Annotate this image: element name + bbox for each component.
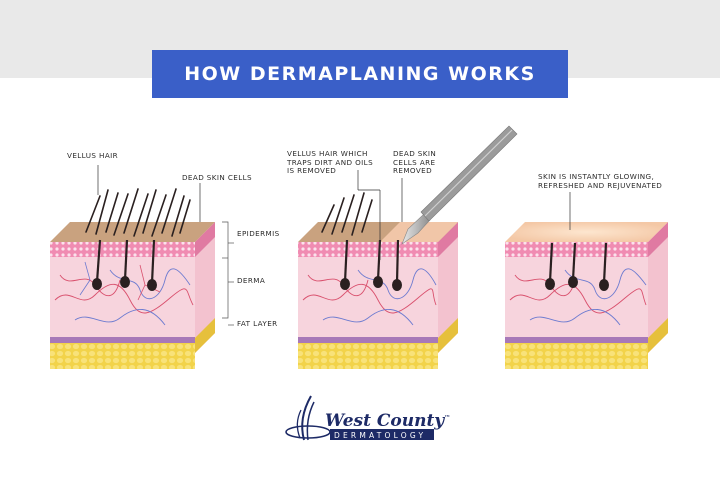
label-epidermis: EPIDERMIS bbox=[237, 229, 280, 238]
logo-icon bbox=[285, 395, 434, 441]
block1-side-epidermis bbox=[195, 222, 215, 257]
label-dead-skin-cells: DEAD SKIN CELLS bbox=[182, 173, 252, 182]
block1-vessel-band bbox=[50, 337, 195, 343]
block3-glowing-skin bbox=[505, 222, 668, 242]
block1-vellus-hairs bbox=[85, 188, 191, 237]
block1-side-fat bbox=[195, 318, 215, 353]
block2-vellus-hairs bbox=[321, 192, 373, 236]
label-derma: DERMA bbox=[237, 276, 266, 285]
label-dead-removed: DEAD SKIN CELLS ARE REMOVED bbox=[393, 149, 437, 175]
skin-block-before bbox=[50, 165, 234, 369]
logo-name: West County™ bbox=[325, 411, 451, 431]
title-banner: HOW DERMAPLANING WORKS bbox=[152, 50, 568, 98]
block1-dead-skin bbox=[50, 222, 215, 242]
scalpel-icon bbox=[401, 125, 518, 245]
label-vellus-removed: VELLUS HAIR WHICH TRAPS DIRT AND OILS IS… bbox=[287, 149, 374, 175]
skin-block-after bbox=[505, 192, 668, 369]
logo-sub: DERMATOLOGY bbox=[334, 431, 427, 440]
label-fat-layer: FAT LAYER bbox=[237, 319, 278, 328]
page-title: HOW DERMAPLANING WORKS bbox=[184, 63, 536, 85]
block1-fat-layer bbox=[50, 343, 195, 369]
block1-side-derma bbox=[195, 222, 215, 353]
skin-block-during bbox=[298, 125, 518, 369]
label-vellus-hair: VELLUS HAIR bbox=[67, 151, 119, 160]
block1-epidermis bbox=[50, 242, 195, 257]
label-glowing: SKIN IS INSTANTLY GLOWING, REFRESHED AND… bbox=[538, 172, 663, 190]
